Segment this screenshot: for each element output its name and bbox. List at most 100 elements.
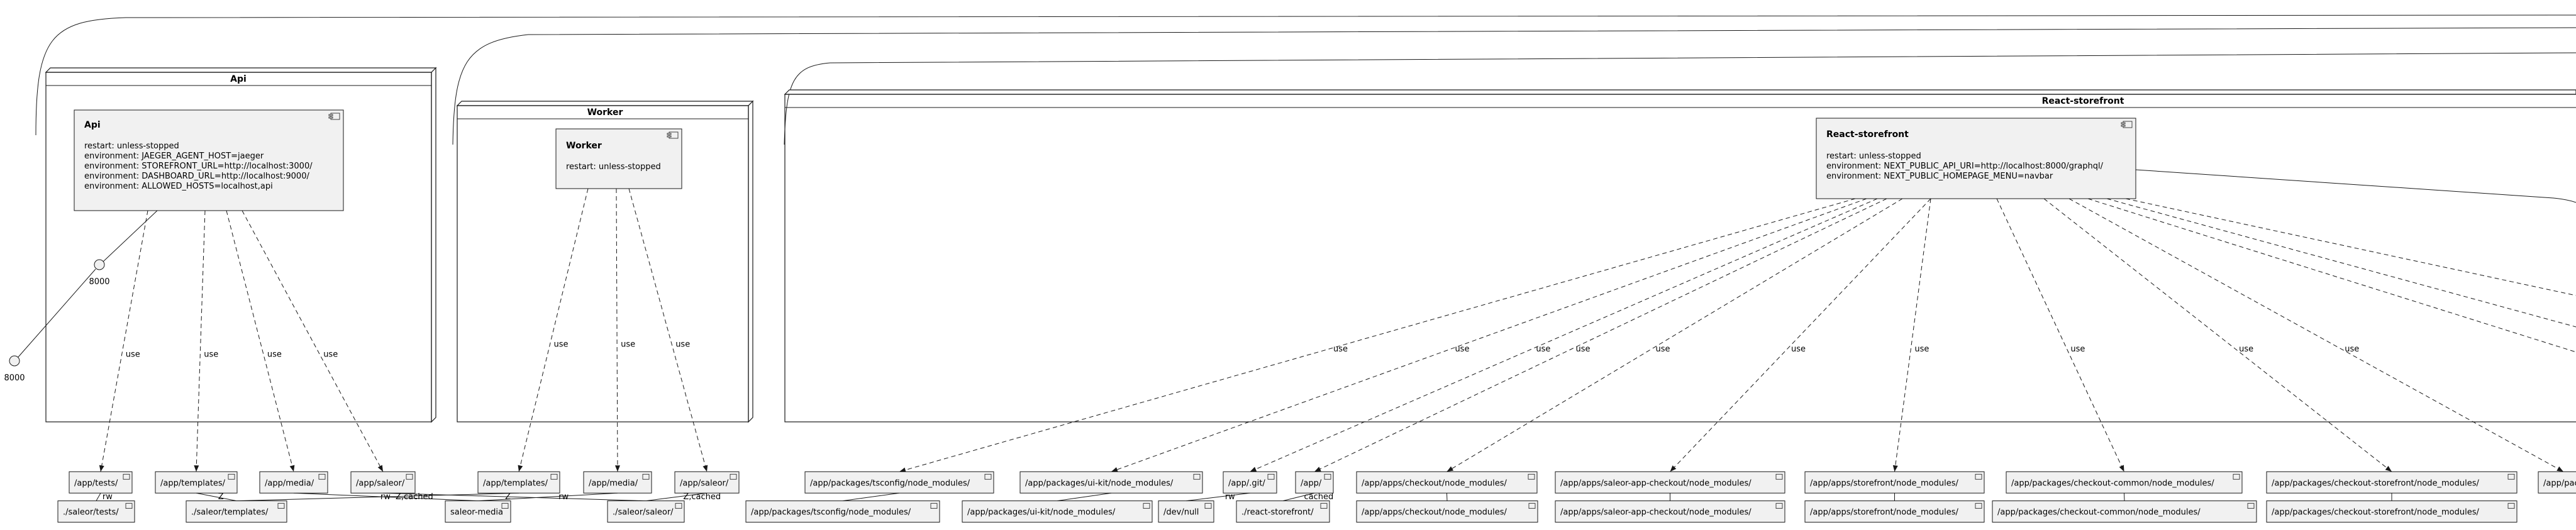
use-edge [1446, 198, 1903, 472]
edge-label: cached [1304, 492, 1334, 502]
arrowhead [289, 465, 295, 472]
service-line: environment: DASHBOARD_URL=http://localh… [84, 172, 309, 181]
container-path-box: /app/pac [2538, 471, 2576, 494]
edge-label: use [1333, 345, 1348, 354]
node-api: Api [45, 67, 437, 423]
edge-label: use [126, 350, 140, 359]
container-path-box: /app/ [1295, 471, 1334, 494]
edge-label: rw [103, 492, 113, 502]
mount-edge [2124, 493, 2125, 501]
edge-label: Z [505, 492, 511, 502]
host-path-box: ./react-storefront/ [1236, 500, 1330, 523]
path-label: /app/packages/ui-kit/node_modules/ [1025, 478, 1174, 488]
host-path-box: /app/packages/checkout-common/node_modul… [1992, 500, 2257, 523]
path-label: ./react-storefront/ [1241, 508, 1314, 517]
container-path-box: /app/media/ [259, 471, 328, 494]
edge-label: use [2070, 345, 2085, 354]
use-edge [2087, 198, 2576, 353]
arrowhead [194, 465, 199, 472]
container-path-box: /app/templates/ [477, 471, 560, 494]
port-8000-inner: 8000 [89, 210, 158, 287]
arrowhead [1250, 467, 1257, 472]
service-line: restart: unless-stopped [84, 141, 179, 151]
edge-label: use [2239, 345, 2253, 354]
host-paths: ./saleor/tests/ ./saleor/templates/saleor… [57, 500, 2518, 523]
container-path-box: /app/media/ [583, 471, 652, 494]
arrowhead [2557, 466, 2563, 472]
service-api: Api restart: unless-stopped environment:… [74, 109, 344, 211]
edge-label: use [554, 340, 569, 350]
container-path-box: /app/tests/ [69, 471, 133, 494]
arrowhead [702, 465, 708, 472]
arrowhead [2119, 465, 2124, 472]
edge-label: use [204, 350, 218, 359]
mount-edge [1282, 492, 1315, 502]
path-label: /app/apps/checkout/node_modules/ [1362, 508, 1507, 517]
port-label: 8000 [4, 373, 25, 383]
path-label: /app/saleor/ [680, 478, 729, 488]
mount-edge [96, 493, 101, 501]
service-line: environment: ALLOWED_HOSTS=localhost,api [84, 182, 273, 191]
edge-label: use [1576, 345, 1591, 354]
arrowhead [377, 465, 383, 472]
arrowhead [1892, 465, 1898, 472]
host-path-box: ./saleor/saleor/ [607, 500, 685, 523]
use-edge [1670, 198, 1931, 472]
host-path-box: /app/packages/ui-kit/node_modules/ [962, 500, 1153, 523]
container-path-box: /app/templates/ [155, 471, 238, 494]
service-title: React-storefront [1826, 130, 1909, 140]
path-label: /dev/null [1163, 508, 1199, 517]
container-path-box: /app/packages/tsconfig/node_modules/ [804, 471, 994, 494]
container-path-box: /app/packages/checkout-storefront/node_m… [2266, 471, 2518, 494]
arrowhead [518, 465, 523, 472]
path-label: /app/packages/ui-kit/node_modules/ [967, 508, 1116, 517]
edge-label: use [2345, 345, 2359, 354]
container-path-box: /app/packages/ui-kit/node_modules/ [1019, 471, 1203, 494]
edge-label: use [1536, 345, 1550, 354]
host-path-box: /dev/null [1158, 500, 1214, 523]
path-label: /app/templates/ [483, 478, 548, 488]
container-path-box: /app/.git/ [1223, 471, 1277, 494]
host-path-box: /app/apps/checkout/node_modules/ [1356, 500, 1538, 523]
arrowhead [899, 467, 906, 473]
host-path-box: ./saleor/templates/ [186, 500, 287, 523]
container-path-box: /app/apps/saleor-app-checkout/node_modul… [1555, 471, 1785, 494]
arrowhead [99, 465, 104, 472]
host-path-box: ./saleor/tests/ [57, 500, 135, 523]
arrowhead [1314, 467, 1321, 472]
host-path-box: saleor-media [445, 500, 511, 523]
port-label: 8000 [89, 277, 109, 287]
mount-edge [1185, 492, 1250, 502]
port-8000-outer: 8000 [4, 268, 96, 383]
host-path-box: /app/packages/checkout-storefront/node_m… [2266, 500, 2518, 523]
use-edge [899, 198, 1856, 472]
host-path-box: /app/apps/saleor-app-checkout/node_modul… [1555, 500, 1785, 523]
mount-edge [477, 492, 618, 502]
service-title: Worker [566, 141, 602, 151]
path-label: /app/templates/ [160, 478, 226, 488]
top-connectors [35, 14, 2576, 145]
edge-label: use [267, 350, 282, 359]
edge-label: use [1791, 345, 1806, 354]
container-path-box: /app/apps/storefront/node_modules/ [1804, 471, 1985, 494]
use-edge [1250, 198, 1878, 472]
path-label: /app/packages/checkout-common/node_modul… [1997, 508, 2201, 517]
path-label: /app/apps/saleor-app-checkout/node_modul… [1560, 508, 1752, 517]
mount-edge [196, 492, 237, 502]
use-edge [1111, 198, 1867, 472]
container-path-box: /app/saleor/ [350, 471, 416, 494]
path-label: /app/apps/storefront/node_modules/ [1810, 478, 1958, 488]
use-edge [518, 188, 589, 472]
path-label: /app/apps/checkout/node_modules/ [1362, 478, 1507, 488]
use-edge [2068, 198, 2564, 472]
mount-edge [236, 492, 519, 502]
edge-label: rw [1225, 492, 1235, 502]
path-label: /app/pac [2543, 478, 2576, 488]
edge-label: use [1914, 345, 1929, 354]
path-label: /app/.git/ [1228, 478, 1265, 488]
path-label: ./saleor/saleor/ [613, 508, 674, 517]
path-label: /app/saleor/ [356, 478, 405, 488]
path-label: /app/packages/tsconfig/node_modules/ [810, 478, 970, 488]
